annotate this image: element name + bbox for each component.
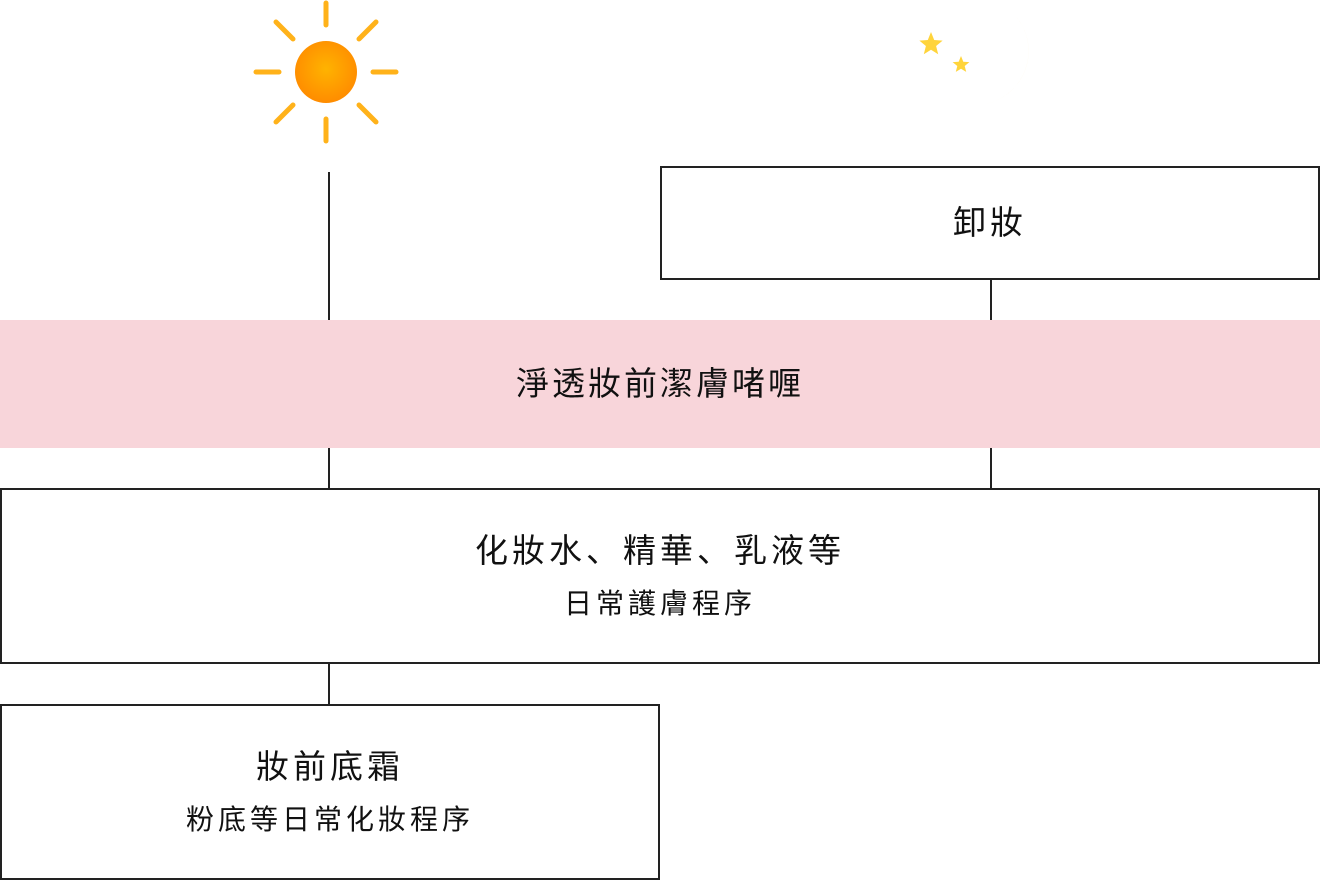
skincare-subtitle: 日常護膚程序 bbox=[563, 587, 756, 620]
skincare-box: 化妝水、精華、乳液等 日常護膚程序 bbox=[0, 488, 1320, 664]
makeup-removal-title: 卸妝 bbox=[953, 203, 1027, 243]
makeup-removal-box: 卸妝 bbox=[660, 166, 1320, 280]
skincare-title: 化妝水、精華、乳液等 bbox=[475, 531, 845, 571]
primer-title: 妝前底霜 bbox=[256, 747, 404, 787]
cleansing-gel-band: 淨透妝前潔膚啫喱 bbox=[0, 320, 1320, 448]
day-connector-top bbox=[328, 172, 330, 320]
star-icon bbox=[919, 32, 943, 55]
cleansing-gel-title: 淨透妝前潔膚啫喱 bbox=[516, 364, 804, 404]
night-connector-top bbox=[990, 278, 992, 320]
star-icon bbox=[952, 56, 970, 72]
day-connector-middle bbox=[328, 448, 330, 489]
primer-subtitle: 粉底等日常化妝程序 bbox=[185, 803, 474, 836]
day-connector-bottom bbox=[328, 662, 330, 705]
night-connector-middle bbox=[990, 448, 992, 489]
sun-icon bbox=[253, 0, 399, 144]
moon-icon bbox=[919, 12, 1029, 106]
primer-box: 妝前底霜 粉底等日常化妝程序 bbox=[0, 704, 660, 880]
